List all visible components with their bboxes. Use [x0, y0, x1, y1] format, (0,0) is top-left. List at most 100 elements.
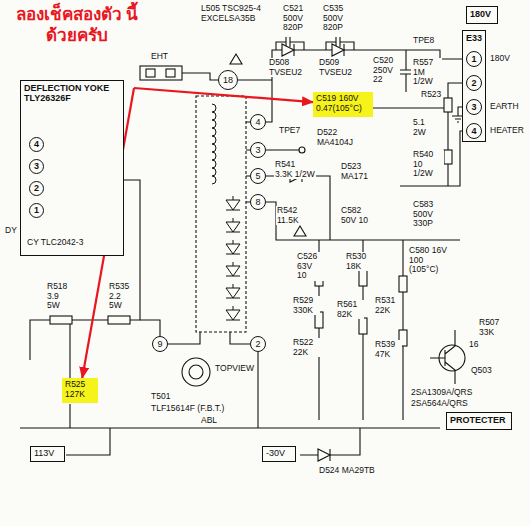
- part-label: C583 500V 330P: [412, 200, 444, 229]
- component-symbol: [230, 54, 242, 64]
- wire: [140, 320, 160, 336]
- wire: [168, 332, 250, 344]
- winding: [226, 196, 240, 210]
- node-text: 1: [34, 206, 39, 215]
- part-label: C520 250V 22: [372, 56, 400, 85]
- part-label: R539 47K: [374, 340, 402, 359]
- component-symbol: [294, 226, 306, 236]
- pin-number: 3: [29, 159, 44, 174]
- part-label: D522 MA4104J: [316, 128, 368, 147]
- callout-note: ลองเช็คสองตัว นี้ด้วยครับ: [12, 4, 142, 88]
- part-label: D523 MA171: [340, 162, 372, 181]
- node-text: 3: [471, 103, 476, 112]
- protector-box: PROTECTER: [446, 412, 512, 430]
- wire: [20, 37, 466, 455]
- node-text: 113V: [34, 448, 57, 458]
- callout-arrow: [134, 88, 313, 102]
- wire: [266, 149, 300, 150]
- component-symbol: [399, 276, 407, 292]
- component-symbol: [299, 147, 305, 153]
- part-label: R557 1M 1/2W: [412, 58, 442, 87]
- component-symbol: [108, 316, 130, 324]
- voltage-tag: -30V: [262, 446, 296, 462]
- part-label: D508 TVSEU2: [268, 58, 304, 77]
- part-label: C582 50V 10: [340, 206, 370, 225]
- component-symbol: [50, 316, 72, 324]
- part-label: R529 330K: [292, 296, 320, 315]
- part-label: TOPVIEW: [214, 364, 255, 374]
- wire: [430, 330, 455, 384]
- part-label: R531 22K: [374, 296, 402, 315]
- winding: [212, 104, 216, 112]
- callout-number: 18: [218, 70, 238, 90]
- component-symbol: [439, 345, 465, 371]
- part-label: R530 18K: [345, 252, 373, 271]
- component-symbol: [359, 270, 367, 286]
- part-label: R522 22K: [292, 338, 320, 357]
- voltage-tag: 113V: [30, 446, 65, 462]
- component-symbol: [166, 69, 175, 77]
- winding: [212, 168, 216, 176]
- wire: [266, 50, 466, 122]
- part-label: C580 16V 100 (105°C): [408, 246, 450, 275]
- part-label: R542 11.5K: [276, 206, 310, 225]
- highlight-resistor: R525 127K: [62, 378, 98, 403]
- node-text: E33: [466, 33, 482, 43]
- node-text: 3: [255, 146, 260, 155]
- part-label: 2SA1309A/QRS: [410, 388, 473, 398]
- component-symbol: [140, 66, 182, 80]
- part-label: C521 500V 820P: [282, 4, 310, 33]
- node-text: 18: [223, 76, 233, 85]
- component-symbol: [329, 449, 330, 461]
- component-symbol: [146, 69, 155, 77]
- wire: [319, 240, 403, 420]
- node-text: 2: [34, 184, 39, 193]
- pin-number: 3: [250, 142, 266, 158]
- component-symbol: [359, 318, 367, 334]
- component-symbol: [282, 44, 294, 56]
- part-label: R518 3.9 5W: [46, 282, 72, 311]
- part-label: EARTH: [489, 102, 520, 112]
- part-label: 16: [468, 340, 479, 350]
- component-symbol: [343, 44, 344, 56]
- part-label: 180V: [489, 54, 511, 64]
- part-label: L505 TSC925-4 EXCELSA35B: [200, 4, 262, 23]
- highlight-capacitor: C519 160V 0.47(105°C): [313, 92, 373, 117]
- part-label: EHT: [150, 52, 169, 62]
- node-text: PROTECTER: [450, 415, 508, 425]
- node-text: 8: [255, 198, 260, 207]
- winding: [212, 104, 240, 320]
- part-label: Q503: [470, 366, 493, 376]
- node-text: 4: [34, 140, 39, 149]
- part-label: D509 TVSEU2: [318, 58, 354, 77]
- pin-number: 4: [250, 114, 266, 130]
- component-symbol: [318, 449, 330, 461]
- part-label: C526 63V 10: [296, 252, 324, 281]
- connector-box: E33 1 2 3 4: [462, 30, 486, 142]
- part-label: R523: [420, 90, 442, 100]
- pin-number: 1: [29, 203, 44, 218]
- wire: [400, 131, 466, 186]
- node-text: 4: [471, 127, 476, 136]
- part-label: D524 MA29TB: [318, 466, 376, 476]
- pin-number: 2: [466, 75, 482, 91]
- voltage-box: 180V: [466, 6, 498, 24]
- component-symbol: [293, 44, 294, 56]
- node-text: 5: [255, 172, 260, 181]
- wire: [180, 73, 218, 80]
- part-label: R507 33K: [478, 318, 506, 337]
- node-text: 1: [471, 55, 476, 64]
- wire: [66, 428, 110, 455]
- node-text: 180V: [470, 9, 494, 19]
- wire: [400, 50, 411, 92]
- winding: [226, 218, 240, 232]
- part-label: 2SA564A/QRS: [410, 399, 469, 409]
- winding: [212, 160, 216, 168]
- pin-number: 4: [29, 137, 44, 152]
- winding: [212, 112, 216, 120]
- wire: [20, 427, 440, 428]
- part-label: TPE7: [278, 126, 301, 136]
- pin-number: 4: [466, 123, 482, 139]
- node-text: 4: [255, 118, 260, 127]
